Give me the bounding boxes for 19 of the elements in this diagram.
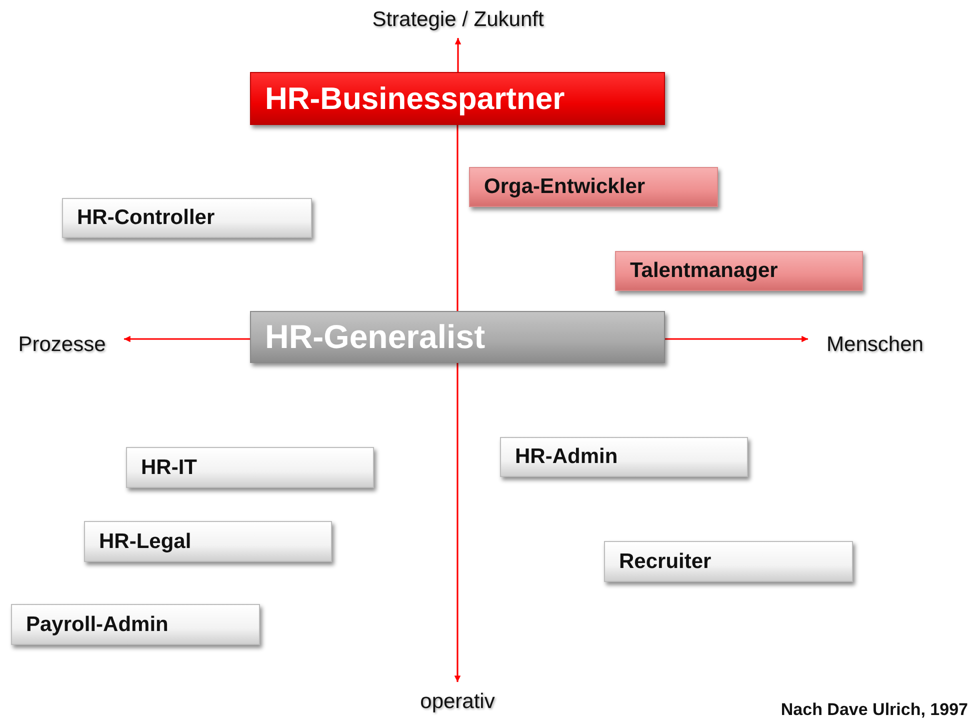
role-box: HR-Businesspartner bbox=[250, 72, 665, 125]
axis-arrow bbox=[454, 38, 462, 72]
axis-arrow bbox=[454, 363, 461, 682]
role-box: HR-IT bbox=[126, 447, 374, 488]
role-box: Orga-Entwickler bbox=[469, 167, 718, 207]
role-box: Recruiter bbox=[604, 541, 853, 582]
source-note: Nach Dave Ulrich, 1997 bbox=[780, 700, 968, 720]
role-box: HR-Generalist bbox=[250, 311, 665, 363]
role-box: HR-Admin bbox=[500, 437, 748, 477]
axis-label: Prozesse bbox=[4, 329, 120, 361]
role-box: HR-Legal bbox=[84, 521, 332, 562]
axis-arrow bbox=[665, 336, 808, 342]
axis-label: Menschen bbox=[812, 329, 938, 361]
role-box: Talentmanager bbox=[615, 251, 863, 291]
axis-arrow bbox=[124, 336, 250, 342]
axis-label: Strategie / Zukunft bbox=[340, 2, 576, 38]
role-box: Payroll-Admin bbox=[11, 604, 260, 645]
role-box: HR-Controller bbox=[62, 198, 312, 238]
axis-label: operativ bbox=[400, 682, 515, 722]
